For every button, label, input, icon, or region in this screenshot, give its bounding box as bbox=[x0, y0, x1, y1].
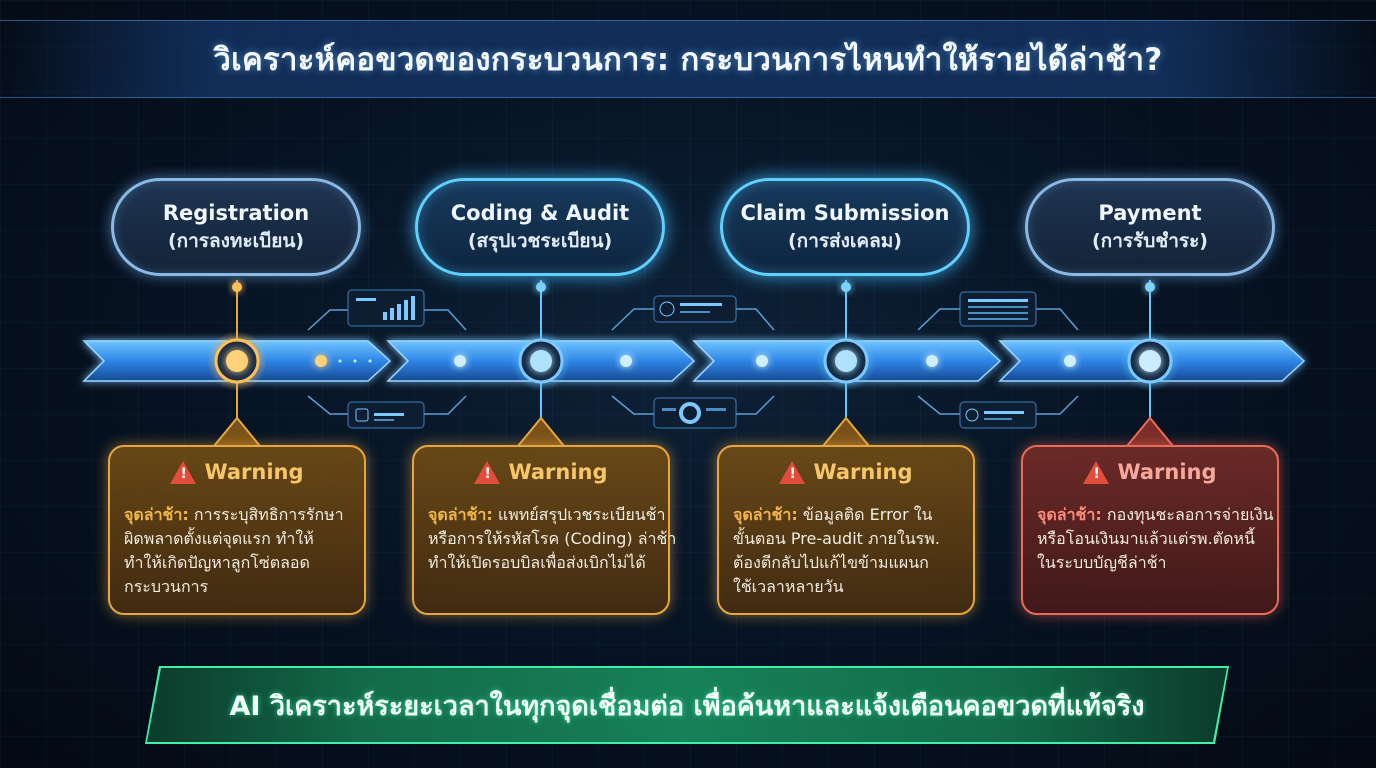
warning-triangle-icon: ! bbox=[170, 460, 197, 484]
stage-subtitle: (การลงทะเบียน) bbox=[167, 230, 305, 252]
donut-icon bbox=[653, 397, 737, 429]
stage-title: Coding & Audit bbox=[450, 201, 630, 225]
warning-pointer-claim bbox=[820, 416, 872, 447]
stage-pill-claim-submission: Claim Submission (การส่งเคลม) bbox=[720, 178, 970, 276]
warning-body: จุดล่าช้า: ข้อมูลติด Error ใน ขั้นตอน Pr… bbox=[733, 503, 959, 599]
warning-label: Warning bbox=[204, 460, 304, 484]
warning-line: ใช้เวลาหลายวัน bbox=[733, 577, 844, 596]
stage-subtitle: (สรุปเวชระเบียน) bbox=[467, 230, 613, 252]
warning-label: Warning bbox=[508, 460, 608, 484]
stage-pill-payment: Payment (การรับชำระ) bbox=[1025, 178, 1275, 276]
stage-node-coding bbox=[511, 331, 571, 391]
warning-lead: จุดล่าช้า: bbox=[124, 505, 189, 524]
warning-box-payment: ! Warning จุดล่าช้า: กองทุนชะลอการจ่ายเง… bbox=[1021, 445, 1279, 615]
warning-triangle-icon: ! bbox=[779, 460, 806, 484]
warning-label: Warning bbox=[813, 460, 913, 484]
warning-line: ทำให้เกิดปัญหาลูกโซ่ตลอด bbox=[124, 553, 310, 572]
stage-pill-coding-audit: Coding & Audit (สรุปเวชระเบียน) bbox=[415, 178, 665, 276]
flow-dot bbox=[620, 355, 632, 367]
flow-dot bbox=[368, 359, 372, 363]
warning-line: ข้อมูลติด Error ใน bbox=[802, 505, 933, 524]
flow-dot bbox=[454, 355, 466, 367]
flow-dot bbox=[315, 355, 327, 367]
stage-node-registration bbox=[207, 331, 267, 391]
stage-pill-registration: Registration (การลงทะเบียน) bbox=[111, 178, 361, 276]
flow-dot bbox=[756, 355, 768, 367]
warning-line: หรือการให้รหัสโรค (Coding) ล่าช้า bbox=[428, 529, 677, 548]
warning-line: หรือโอนเงินมาแล้วแต่รพ.ตัดหนี้ bbox=[1037, 529, 1255, 548]
warning-line: กองทุนชะลอการจ่ายเงิน bbox=[1106, 505, 1274, 524]
stage-title: Claim Submission bbox=[740, 201, 950, 225]
warning-triangle-icon: ! bbox=[474, 460, 501, 484]
stage-node-claim bbox=[816, 331, 876, 391]
mini-panel-arrows bbox=[307, 308, 1079, 415]
pin-dot-coding bbox=[536, 282, 546, 292]
warning-header: ! Warning bbox=[428, 455, 654, 489]
warning-triangle-icon: ! bbox=[1083, 460, 1110, 484]
warning-pointer-coding bbox=[515, 416, 567, 447]
warning-pointer-payment bbox=[1124, 416, 1176, 447]
warning-line: ในระบบบัญชีล่าช้า bbox=[1037, 553, 1167, 572]
flow-dots bbox=[315, 355, 1076, 367]
warning-line: ผิดพลาดตั้งแต่จุดแรก ทำให้ bbox=[124, 529, 314, 548]
stage-subtitle: (การรับชำระ) bbox=[1092, 230, 1208, 252]
pin-dot-registration bbox=[232, 282, 242, 292]
flow-dot bbox=[353, 359, 357, 363]
stage-node-payment bbox=[1120, 331, 1180, 391]
code-icon bbox=[347, 401, 425, 429]
mini-panels bbox=[347, 289, 1037, 429]
warning-body: จุดล่าช้า: แพทย์สรุปเวชระเบียนช้า หรือกา… bbox=[428, 503, 677, 575]
warning-line: ทำให้เปิดรอบบิลเพื่อส่งเบิกไม่ได้ bbox=[428, 553, 646, 572]
warning-body: จุดล่าช้า: กองทุนชะลอการจ่ายเงิน หรือโอน… bbox=[1037, 503, 1274, 575]
warning-body: จุดล่าช้า: การระบุสิทธิการรักษา ผิดพลาดต… bbox=[124, 503, 350, 599]
warning-box-registration: ! Warning จุดล่าช้า: การระบุสิทธิการรักษ… bbox=[108, 445, 366, 615]
flow-dot bbox=[1064, 355, 1076, 367]
warning-line: ต้องตีกลับไปแก้ไขข้ามแผนก bbox=[733, 553, 929, 572]
document-list-icon bbox=[959, 291, 1037, 327]
warning-line: แพทย์สรุปเวชระเบียนช้า bbox=[497, 505, 666, 524]
warning-pointer-registration bbox=[211, 416, 263, 447]
warning-lead: จุดล่าช้า: bbox=[1037, 505, 1102, 524]
warning-line: กระบวนการ bbox=[124, 577, 209, 596]
flow-dot bbox=[338, 359, 342, 363]
stage-title: Payment bbox=[1098, 201, 1202, 225]
pin-dot-payment bbox=[1145, 282, 1155, 292]
warning-label: Warning bbox=[1117, 460, 1217, 484]
page-title: วิเคราะห์คอขวดของกระบวนการ: กระบวนการไหน… bbox=[213, 42, 1163, 78]
bottom-banner: AI วิเคราะห์ระยะเวลาในทุกจุดเชื่อมต่อ เพ… bbox=[147, 668, 1227, 742]
warning-box-claim-submission: ! Warning จุดล่าช้า: ข้อมูลติด Error ใน … bbox=[717, 445, 975, 615]
warning-line: การระบุสิทธิการรักษา bbox=[193, 505, 344, 524]
banner-text: AI วิเคราะห์ระยะเวลาในทุกจุดเชื่อมต่อ เพ… bbox=[229, 690, 1145, 722]
flow-dot bbox=[926, 355, 938, 367]
gauge-icon bbox=[653, 295, 737, 323]
warning-header: ! Warning bbox=[124, 455, 350, 489]
title-bar: วิเคราะห์คอขวดของกระบวนการ: กระบวนการไหน… bbox=[0, 20, 1376, 98]
stage-title: Registration bbox=[162, 201, 310, 225]
bar-chart-icon bbox=[347, 289, 425, 327]
warning-box-coding-audit: ! Warning จุดล่าช้า: แพทย์สรุปเวชระเบียน… bbox=[412, 445, 677, 615]
pin-dot-claim bbox=[841, 282, 851, 292]
stage-subtitle: (การส่งเคลม) bbox=[788, 230, 902, 252]
warning-line: ขั้นตอน Pre-audit ภายในรพ. bbox=[733, 529, 940, 548]
warning-header: ! Warning bbox=[733, 455, 959, 489]
heart-icon bbox=[959, 401, 1037, 429]
warning-header: ! Warning bbox=[1037, 455, 1263, 489]
warning-lead: จุดล่าช้า: bbox=[733, 505, 798, 524]
warning-lead: จุดล่าช้า: bbox=[428, 505, 493, 524]
